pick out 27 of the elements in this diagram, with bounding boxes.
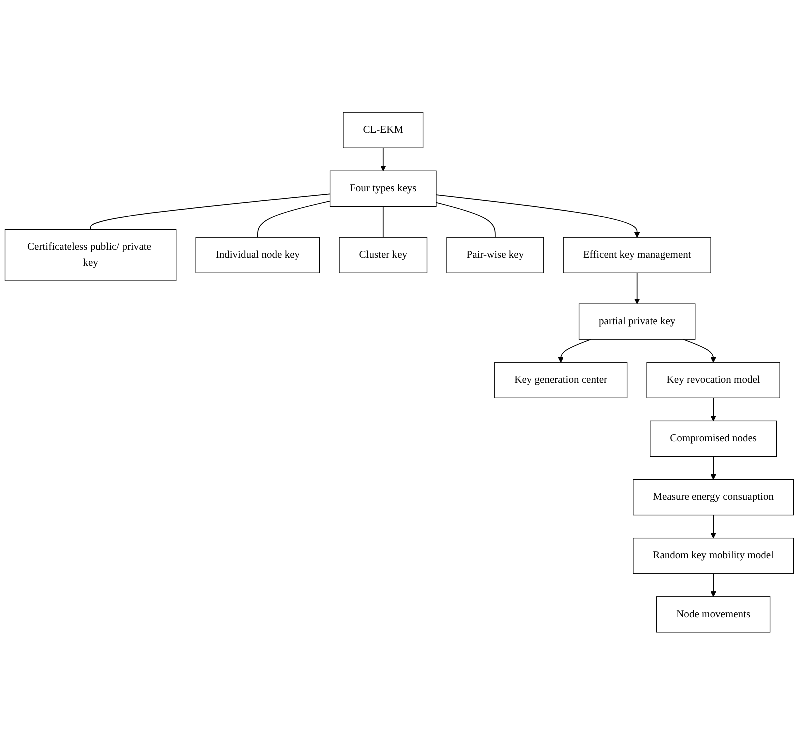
node-box: Key generation center (494, 362, 628, 398)
arrow (710, 456, 716, 480)
node-box: Node movements (656, 596, 771, 633)
arrow (710, 514, 716, 539)
arrow (558, 339, 592, 363)
connector (436, 202, 496, 238)
node-box: partial private key (578, 304, 696, 340)
arrow (683, 339, 716, 363)
arrow (380, 148, 386, 172)
connector (90, 194, 331, 230)
node-box: Measure energy consuaption (633, 479, 794, 516)
arrow (634, 272, 640, 304)
connector (258, 200, 331, 238)
node-box: Pair-wise key (446, 237, 544, 274)
node-box: Key revocation model (646, 362, 780, 398)
node-box: Individual node key (196, 237, 320, 274)
node-box: Efficent key management (563, 237, 712, 274)
node-box: Cluster key (339, 237, 428, 274)
node-box: Four types keys (330, 170, 437, 208)
arrow (436, 194, 640, 238)
node-box: CL-EKM (343, 112, 424, 148)
arrow (710, 398, 716, 422)
node-box: Certificateless public/ private key (4, 229, 177, 282)
node-box: Random key mobility model (633, 538, 794, 574)
arrow (710, 573, 716, 598)
node-box: Compromised nodes (650, 420, 778, 458)
connector (382, 206, 384, 238)
